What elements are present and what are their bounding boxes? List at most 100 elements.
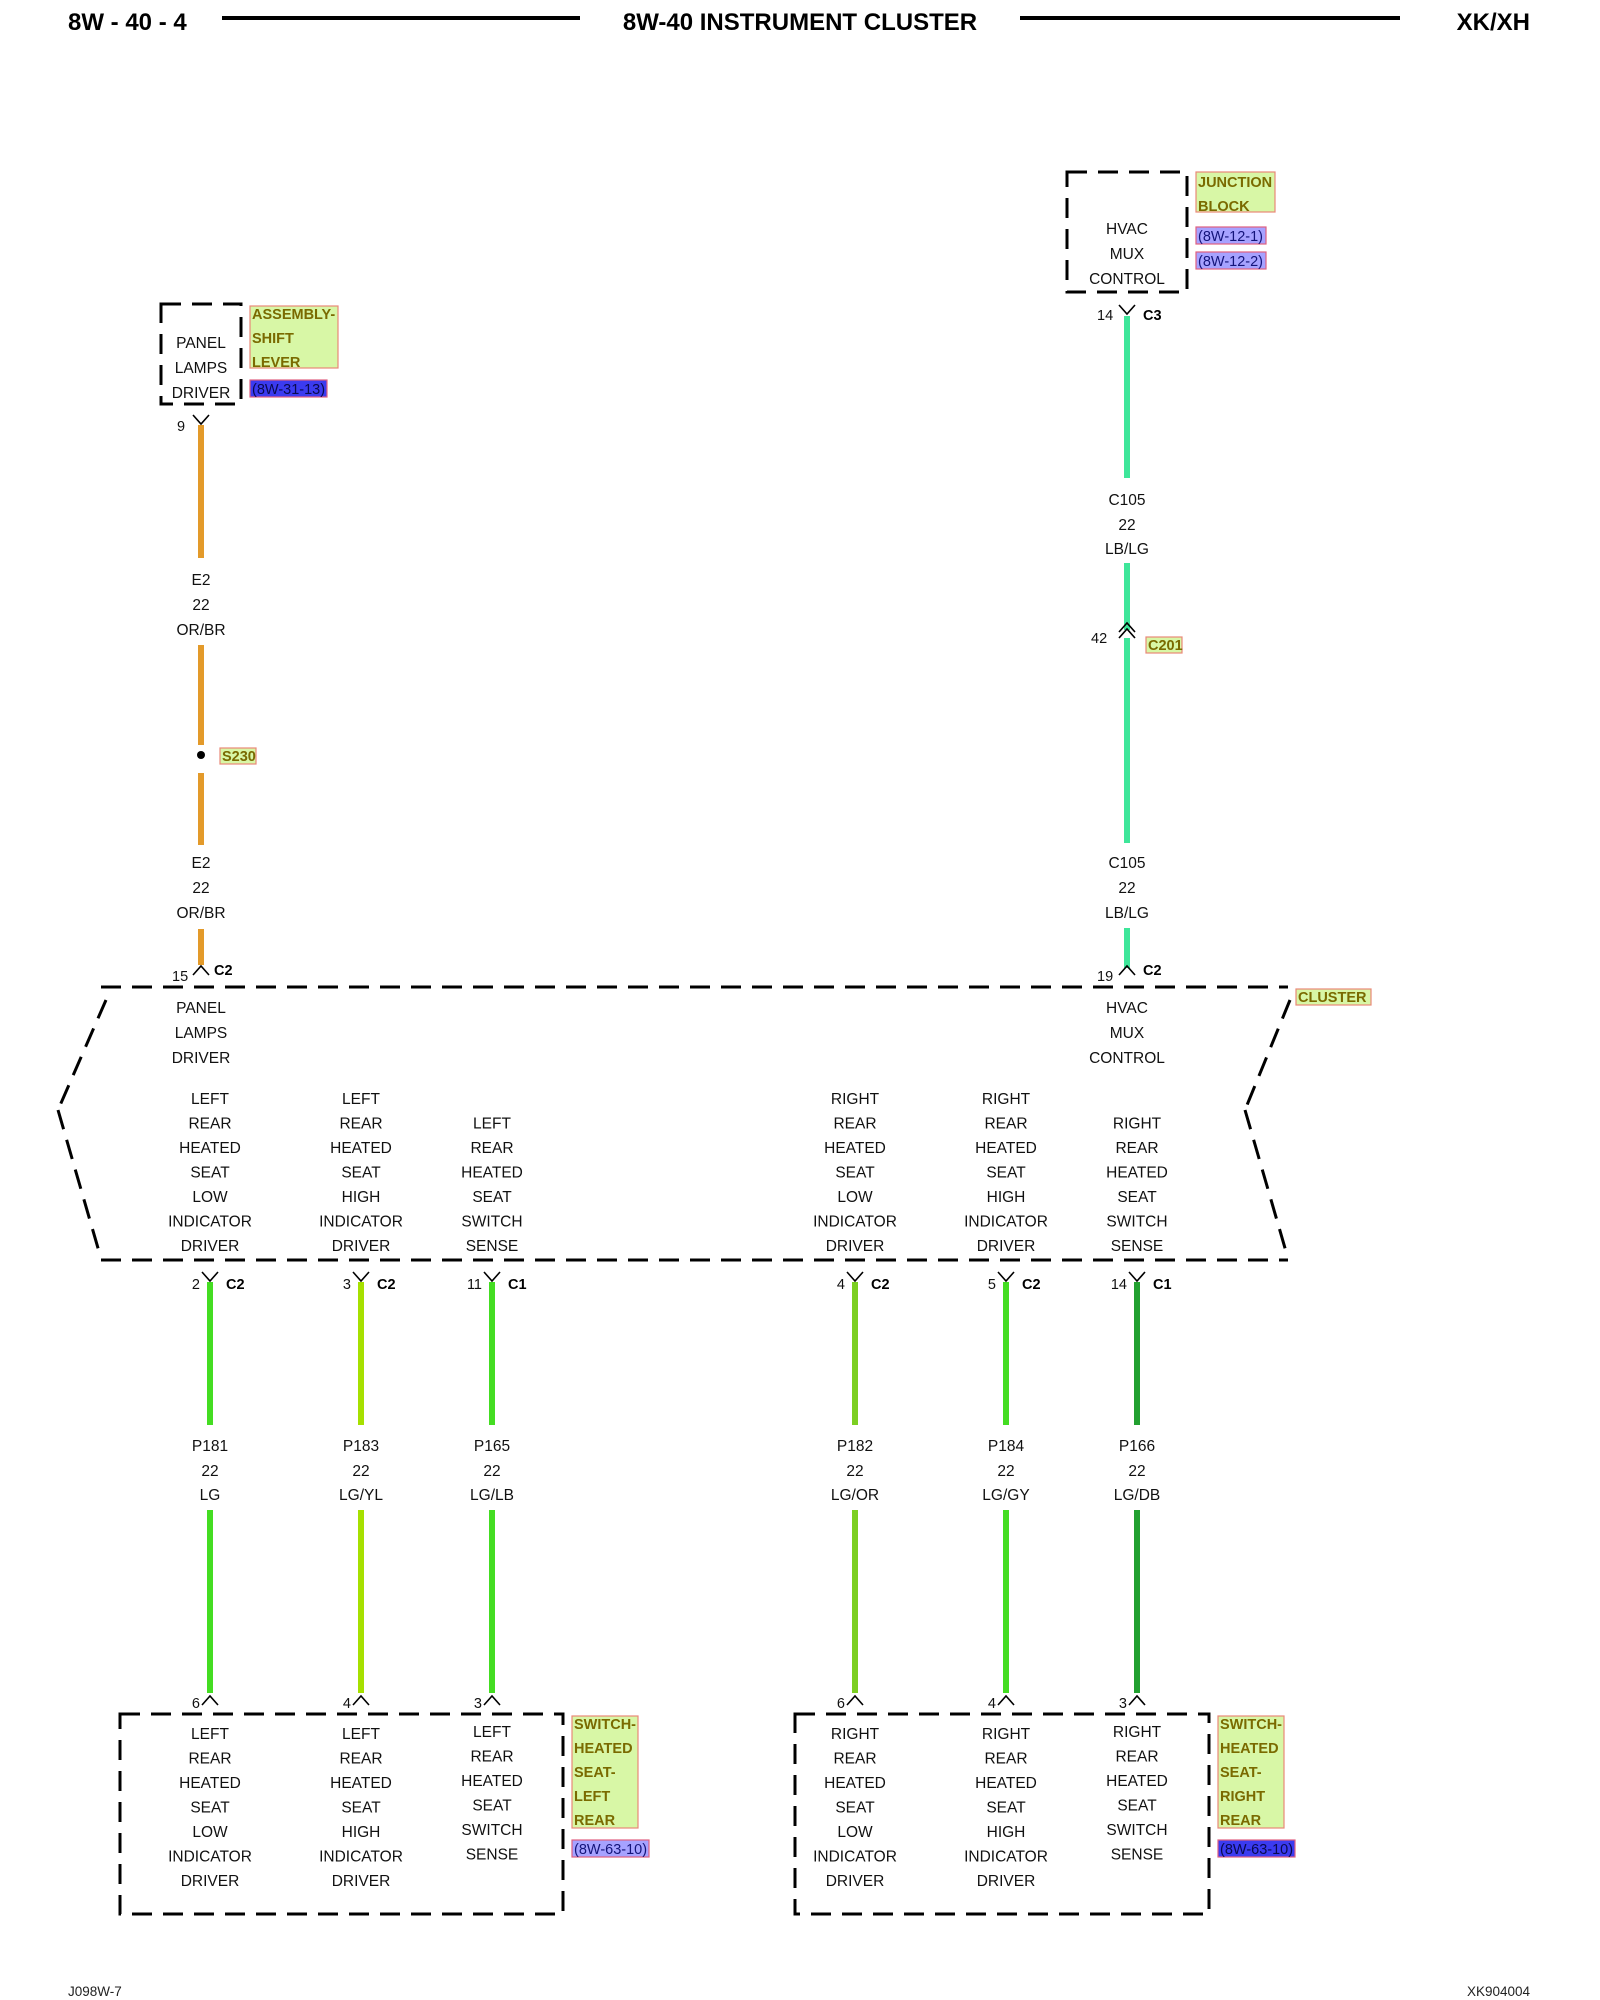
- shift-lever-tag-line-3: LEVER: [252, 355, 301, 371]
- switch-right-outline: [793, 1712, 1211, 1916]
- cluster-circuit-6-connector: C1: [1153, 1277, 1172, 1293]
- junction-ref-link-2[interactable]: (8W-12-2): [1198, 254, 1263, 270]
- switch-right-ref-link[interactable]: (8W-63-10): [1220, 1842, 1293, 1858]
- right-switch-circuit-1-label-line-5: LOW: [837, 1824, 873, 1841]
- right-switch-circuit-1-label-line-4: SEAT: [835, 1800, 875, 1817]
- cluster-top-right-connector: C2: [1143, 963, 1162, 979]
- shift-lever-tag-line-2: SHIFT: [252, 331, 294, 347]
- left-switch-circuit-3-label-line-1: LEFT: [473, 1724, 511, 1741]
- cluster-top-right-pin: 19: [1097, 969, 1113, 985]
- switch-right-ref-box[interactable]: [1217, 1839, 1296, 1858]
- cluster-circuit-2-label-line-3: HEATED: [330, 1140, 392, 1157]
- wire-c105-bottom-circuit: C105: [1108, 855, 1145, 872]
- cluster-circuit-5-label-line-7: DRIVER: [977, 1238, 1036, 1255]
- shift-lever-assembly: PANEL LAMPS DRIVER ASSEMBLY- SHIFT LEVER…: [159, 302, 339, 435]
- cluster-left-break-lower: [56, 1109, 102, 1256]
- wire-6-circuit: P166: [1119, 1438, 1155, 1455]
- cluster-circuit-2-label-line-5: HIGH: [342, 1189, 381, 1206]
- cluster-circuit-4-label-line-4: SEAT: [835, 1165, 875, 1182]
- right-switch-circuit-2-label-line-1: RIGHT: [982, 1726, 1031, 1743]
- cluster-circuit-5-connector-symbol: [997, 1271, 1015, 1283]
- shift-lever-ref-box[interactable]: [249, 379, 328, 398]
- cluster-circuit-6-label-line-2: REAR: [1115, 1140, 1158, 1157]
- wire-5-color: LG/GY: [982, 1487, 1029, 1504]
- cluster-circuit-1-label-line-3: HEATED: [179, 1140, 241, 1157]
- right-switch-circuit-3-label-line-5: SWITCH: [1106, 1822, 1167, 1839]
- cluster-circuit-6-label-line-1: RIGHT: [1113, 1116, 1162, 1133]
- cluster-circuit-2-label-line-1: LEFT: [342, 1091, 380, 1108]
- wire-c105-bottom-gauge: 22: [1118, 880, 1135, 897]
- left-switch-circuit-2-label-line-3: HEATED: [330, 1775, 392, 1792]
- switch-left-tag-line-2: HEATED: [574, 1741, 633, 1757]
- switch-right-rear: SWITCH- HEATED SEAT- RIGHT REAR (8W-63-1…: [793, 1712, 1296, 1916]
- c201-lower-symbol: [1118, 627, 1136, 639]
- left-switch-circuit-3-label-line-5: SWITCH: [461, 1822, 522, 1839]
- cluster-circuit-6-pin: 14: [1111, 1277, 1127, 1293]
- left-switch-circuit-1-label-line-5: LOW: [192, 1824, 228, 1841]
- shift-lever-outline: [159, 302, 243, 406]
- cluster-circuit-6-connector-symbol: [1128, 1271, 1146, 1283]
- cluster-tag: CLUSTER: [1298, 990, 1367, 1006]
- left-switch-circuit-1-label-line-3: HEATED: [179, 1775, 241, 1792]
- shift-lever-ref-link[interactable]: (8W-31-13): [252, 382, 325, 398]
- junction-ref-box-2[interactable]: [1195, 251, 1267, 270]
- left-switch-circuit-3-label-line-4: SEAT: [472, 1798, 512, 1815]
- right-switch-circuit-1-label-line-6: INDICATOR: [813, 1849, 897, 1866]
- wire-3-circuit: P165: [474, 1438, 510, 1455]
- cluster-circuit-3-label-line-2: REAR: [470, 1140, 513, 1157]
- right-switch-circuit-3-label-line-6: SENSE: [1111, 1847, 1164, 1864]
- cluster-circuit-3-pin: 11: [467, 1277, 482, 1293]
- left-switch-circuit-2-label-line-1: LEFT: [342, 1726, 380, 1743]
- cluster-circuit-3-label-line-1: LEFT: [473, 1116, 511, 1133]
- cluster-circuit-5-label-line-1: RIGHT: [982, 1091, 1031, 1108]
- cluster-circuit-1-label-line-6: INDICATOR: [168, 1214, 252, 1231]
- cluster-c2-pin15-symbol: [192, 964, 210, 976]
- right-switch-circuit-3-label-line-1: RIGHT: [1113, 1724, 1162, 1741]
- left-switch-circuit-1-label-line-1: LEFT: [191, 1726, 229, 1743]
- switch-left-rear: SWITCH- HEATED SEAT- LEFT REAR (8W-63-10…: [118, 1712, 650, 1916]
- left-switch-pin-2: 4: [343, 1696, 351, 1712]
- wire-e2-top-gauge: 22: [192, 597, 209, 614]
- cluster-circuit-4-connector-symbol: [846, 1271, 864, 1283]
- right-switch-circuit-1-label-line-2: REAR: [833, 1751, 876, 1768]
- cluster-circuit-5-label-line-2: REAR: [984, 1116, 1027, 1133]
- cluster-circuit-4-pin: 4: [837, 1277, 845, 1293]
- wire-5-gauge: 22: [997, 1463, 1014, 1480]
- junction-ref-link-1[interactable]: (8W-12-1): [1198, 229, 1263, 245]
- left-switch-pin-1-symbol: [201, 1694, 219, 1706]
- switch-right-tag-line-4: RIGHT: [1220, 1789, 1265, 1805]
- cluster-circuit-1-label-line-5: LOW: [192, 1189, 228, 1206]
- cluster-circuit-1-label-line-2: REAR: [188, 1116, 231, 1133]
- switch-left-ref-box[interactable]: [571, 1839, 650, 1858]
- wire-5-circuit: P184: [988, 1438, 1025, 1455]
- wire-e2-labels: E2 22 OR/BR S230 E2 22 OR/BR: [176, 572, 257, 922]
- junction-label-line-2: MUX: [1110, 246, 1145, 263]
- right-switch-circuit-2-label-line-3: HEATED: [975, 1775, 1037, 1792]
- wire-4-gauge: 22: [846, 1463, 863, 1480]
- cluster-circuit-2-connector: C2: [377, 1277, 396, 1293]
- cluster-panel-label-line-3: DRIVER: [172, 1050, 231, 1067]
- right-switch-pin-2-symbol: [997, 1694, 1015, 1706]
- right-switch-circuit-3-label-line-2: REAR: [1115, 1749, 1158, 1766]
- switch-left-ref-link[interactable]: (8W-63-10): [574, 1842, 647, 1858]
- cluster-circuit-5-label-line-4: SEAT: [986, 1165, 1026, 1182]
- cluster-circuit-5-label-line-5: HIGH: [987, 1189, 1026, 1206]
- left-switch-pin-3: 3: [474, 1696, 482, 1712]
- footer-right-code: XK904004: [1467, 1984, 1531, 1999]
- left-switch-circuit-1-label-line-4: SEAT: [190, 1800, 230, 1817]
- right-switch-circuit-1-label-line-7: DRIVER: [826, 1873, 885, 1890]
- wire-c105-top-color: LB/LG: [1105, 541, 1149, 558]
- wire-2-gauge: 22: [352, 1463, 369, 1480]
- wire-e2-bottom-gauge: 22: [192, 880, 209, 897]
- cluster-circuit-6-label-line-6: SENSE: [1111, 1238, 1164, 1255]
- cluster-circuit-3-label-line-4: SEAT: [472, 1189, 512, 1206]
- left-switch-circuit-2-label-line-6: INDICATOR: [319, 1849, 403, 1866]
- cluster-circuit-5-pin: 5: [988, 1277, 996, 1293]
- cluster-hvac-label-line-2: MUX: [1110, 1025, 1145, 1042]
- junction-ref-box-1[interactable]: [1195, 226, 1267, 245]
- cluster-circuit-2-label-line-6: INDICATOR: [319, 1214, 403, 1231]
- junction-label-line-1: HVAC: [1106, 221, 1148, 238]
- wire-c105-labels: C105 22 LB/LG 42 C201 C105 22 LB/LG: [1091, 492, 1183, 922]
- cluster-circuit-6-label-line-5: SWITCH: [1106, 1214, 1167, 1231]
- cluster-circuit-6-label-line-3: HEATED: [1106, 1165, 1168, 1182]
